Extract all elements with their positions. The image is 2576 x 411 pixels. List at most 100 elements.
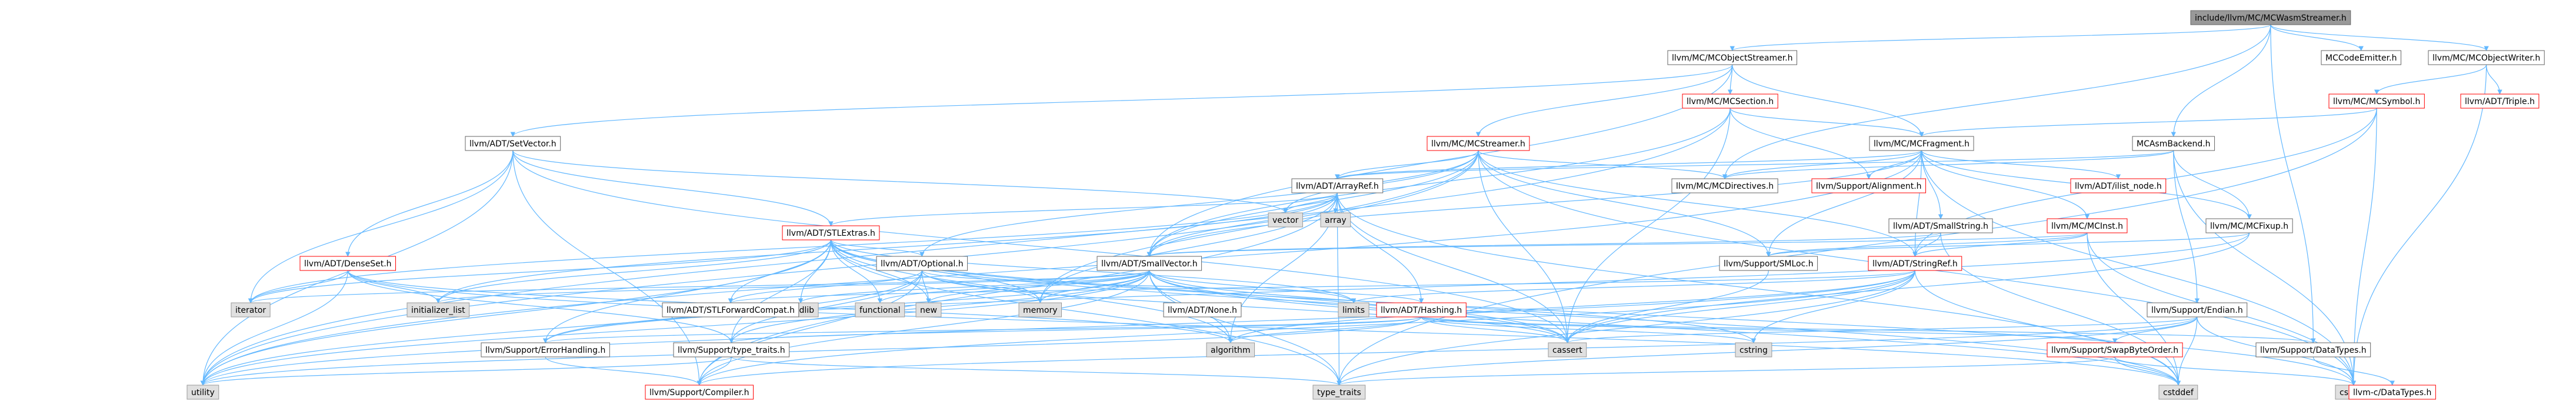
graph-node-mcinst[interactable]: llvm/MC/MCInst.h — [2047, 218, 2128, 233]
graph-node-label: vector — [1272, 216, 1299, 225]
graph-node-mcdirectives[interactable]: llvm/MC/MCDirectives.h — [1671, 178, 1778, 193]
edge-stringref-to-cstring — [1751, 270, 1915, 343]
edge-hashing-to-cassert — [1421, 316, 1570, 343]
graph-node-mcsymbol[interactable]: llvm/MC/MCSymbol.h — [2328, 93, 2425, 109]
edge-mcobjwriter-to-mcsymbol — [2374, 64, 2487, 95]
edge-stringref-to-cassert — [1565, 270, 1915, 343]
edge-mcobjstreamer-to-smallvector — [1147, 64, 1733, 257]
edge-smallvector-to-errorhandling — [543, 270, 1150, 343]
graph-node-label: llvm/Support/SwapByteOrder.h — [2051, 346, 2178, 355]
edge-mcstreamer-to-smallvector — [1147, 150, 1479, 257]
edge-stringref-to-limits — [1351, 270, 1915, 303]
graph-node-adtnone[interactable]: llvm/ADT/None.h — [1163, 302, 1242, 318]
edge-endian-to-cstddef — [2175, 316, 2198, 386]
graph-node-cstddef: cstddef — [2158, 385, 2198, 400]
edge-smallvector-to-iterator — [248, 270, 1150, 303]
graph-node-memory: memory — [1018, 302, 1062, 318]
graph-node-label: llvm/MC/MCSymbol.h — [2333, 97, 2420, 106]
graph-node-mcobjstreamer[interactable]: llvm/MC/MCObjectStreamer.h — [1667, 50, 1798, 65]
edge-mcstreamer-to-smloc — [1478, 150, 1771, 257]
edge-arrayref-to-smallvector — [1147, 192, 1338, 257]
graph-node-label: llvm/MC/MCObjectWriter.h — [2432, 54, 2540, 63]
graph-node-functional: functional — [855, 302, 905, 318]
graph-node-arrayref[interactable]: llvm/ADT/ArrayRef.h — [1291, 178, 1384, 193]
edge-root-to-mccodeemitter — [2270, 24, 2364, 51]
graph-node-label: limits — [1342, 306, 1365, 315]
graph-node-label: llvm/ADT/None.h — [1168, 306, 1237, 315]
graph-node-errorhandling[interactable]: llvm/Support/ErrorHandling.h — [481, 342, 610, 357]
edge-optional-to-utility — [200, 270, 922, 386]
edge-mcsection-to-smallvector — [1147, 108, 1731, 257]
edge-setvector-to-iterator — [248, 150, 514, 303]
edge-mcasmbackend-to-mcdirectives — [1722, 150, 2174, 179]
edge-stlextras-to-limits — [830, 239, 1357, 303]
graph-node-typetraitsllvm[interactable]: llvm/Support/type_traits.h — [673, 342, 790, 357]
edge-mcfragment-to-mcinst — [1921, 150, 2090, 219]
edge-mcsection-to-alignment — [1729, 108, 1871, 179]
graph-node-alignment[interactable]: llvm/Support/Alignment.h — [1811, 178, 1927, 193]
edge-smallvector-to-functional — [877, 270, 1150, 303]
edge-stringref-to-utility — [200, 270, 1915, 386]
graph-node-mcfragment[interactable]: llvm/MC/MCFragment.h — [1869, 136, 1974, 151]
graph-node-label: cstddef — [2163, 388, 2194, 397]
graph-node-label: llvm/ADT/Optional.h — [881, 259, 964, 269]
graph-node-mcobjwriter[interactable]: llvm/MC/MCObjectWriter.h — [2428, 50, 2545, 65]
graph-node-mccodeemitter[interactable]: MCCodeEmitter.h — [2321, 50, 2401, 65]
edge-densset-to-iterator — [248, 270, 348, 303]
graph-node-stlextras[interactable]: llvm/ADT/STLExtras.h — [782, 225, 880, 240]
graph-node-smallstring[interactable]: llvm/ADT/SmallString.h — [1888, 218, 1993, 233]
graph-node-swapbyteorder[interactable]: llvm/Support/SwapByteOrder.h — [2047, 342, 2183, 357]
edge-mcfragment-to-cstdint — [1921, 150, 2356, 386]
edge-stlextras-to-initlist — [435, 239, 832, 303]
graph-node-smloc[interactable]: llvm/Support/SMLoc.h — [1719, 256, 1818, 271]
edge-arrayref-to-vector — [1283, 192, 1338, 213]
edge-mcstreamer-to-mcdirectives — [1478, 150, 1728, 179]
edge-stringref-to-typetraits — [1337, 270, 1915, 386]
graph-node-stlfwdcompat[interactable]: llvm/ADT/STLForwardCompat.h — [662, 302, 799, 318]
graph-node-datatypesllvm[interactable]: llvm/Support/DataTypes.h — [2255, 342, 2371, 357]
graph-node-hashing[interactable]: llvm/ADT/Hashing.h — [1376, 302, 1467, 318]
graph-node-mcasmbackend[interactable]: MCAsmBackend.h — [2132, 136, 2215, 151]
graph-node-cstring: cstring — [1735, 342, 1772, 357]
graph-node-densset[interactable]: llvm/ADT/DenseSet.h — [299, 256, 396, 271]
edge-stringref-to-stlfwdcompat — [728, 270, 1915, 303]
graph-node-label: llvm/Support/Endian.h — [2151, 306, 2243, 315]
edge-mcasmbackend-to-mcfixup — [2173, 150, 2252, 219]
graph-node-ilistnode[interactable]: llvm/ADT/ilist_node.h — [2070, 178, 2167, 193]
graph-node-endian[interactable]: llvm/Support/Endian.h — [2147, 302, 2248, 318]
graph-node-limits: limits — [1338, 302, 1369, 318]
graph-node-setvector[interactable]: llvm/ADT/SetVector.h — [465, 136, 561, 151]
edge-stlextras-to-typetraits — [830, 239, 1342, 386]
graph-node-stringref[interactable]: llvm/ADT/StringRef.h — [1868, 256, 1962, 271]
graph-node-mcfixup[interactable]: llvm/MC/MCFixup.h — [2205, 218, 2293, 233]
dependency-nodes: include/llvm/MC/MCWasmStreamer.h llvm/MC/… — [186, 10, 2545, 400]
graph-node-label: llvm/Support/DataTypes.h — [2260, 346, 2367, 355]
edge-stlextras-to-optional — [830, 239, 925, 257]
edge-densset-to-utility — [200, 270, 348, 386]
graph-node-label: new — [920, 306, 937, 315]
graph-node-datatypesc[interactable]: llvm-c/DataTypes.h — [2348, 385, 2436, 400]
edge-root-to-datatypesllvm — [2270, 24, 2316, 343]
graph-node-compiler[interactable]: llvm/Support/Compiler.h — [645, 385, 754, 400]
graph-node-mcstreamer[interactable]: llvm/MC/MCStreamer.h — [1427, 136, 1530, 151]
edge-optional-to-typetraitsllvm — [729, 270, 922, 343]
graph-node-label: llvm-c/DataTypes.h — [2353, 388, 2431, 397]
graph-node-label: llvm/Support/Alignment.h — [1816, 182, 1922, 191]
graph-node-array: array — [1320, 212, 1351, 228]
graph-node-optional[interactable]: llvm/ADT/Optional.h — [876, 256, 968, 271]
graph-node-iterator: iterator — [231, 302, 271, 318]
edge-mcfragment-to-stringref — [1912, 150, 1922, 257]
edge-mcsection-to-utility — [200, 108, 1731, 386]
graph-node-root[interactable]: include/llvm/MC/MCWasmStreamer.h — [2190, 10, 2351, 25]
graph-node-vector: vector — [1268, 212, 1303, 228]
edge-datatypesllvm-to-datatypesc — [2312, 356, 2395, 386]
graph-node-mcsection[interactable]: llvm/MC/MCSection.h — [1682, 93, 1778, 109]
edge-stlextras-to-cstdlib — [798, 239, 832, 303]
graph-node-triple[interactable]: llvm/ADT/Triple.h — [2460, 93, 2540, 109]
edge-densset-to-typetraitsllvm — [347, 270, 734, 343]
graph-node-smallvector[interactable]: llvm/ADT/SmallVector.h — [1097, 256, 1202, 271]
edge-stringref-to-algorithm — [1228, 270, 1915, 343]
edge-mcfragment-to-arrayref — [1335, 150, 1922, 179]
edge-hashing-to-algorithm — [1228, 316, 1422, 343]
edge-stringref-to-compiler — [697, 270, 1915, 386]
